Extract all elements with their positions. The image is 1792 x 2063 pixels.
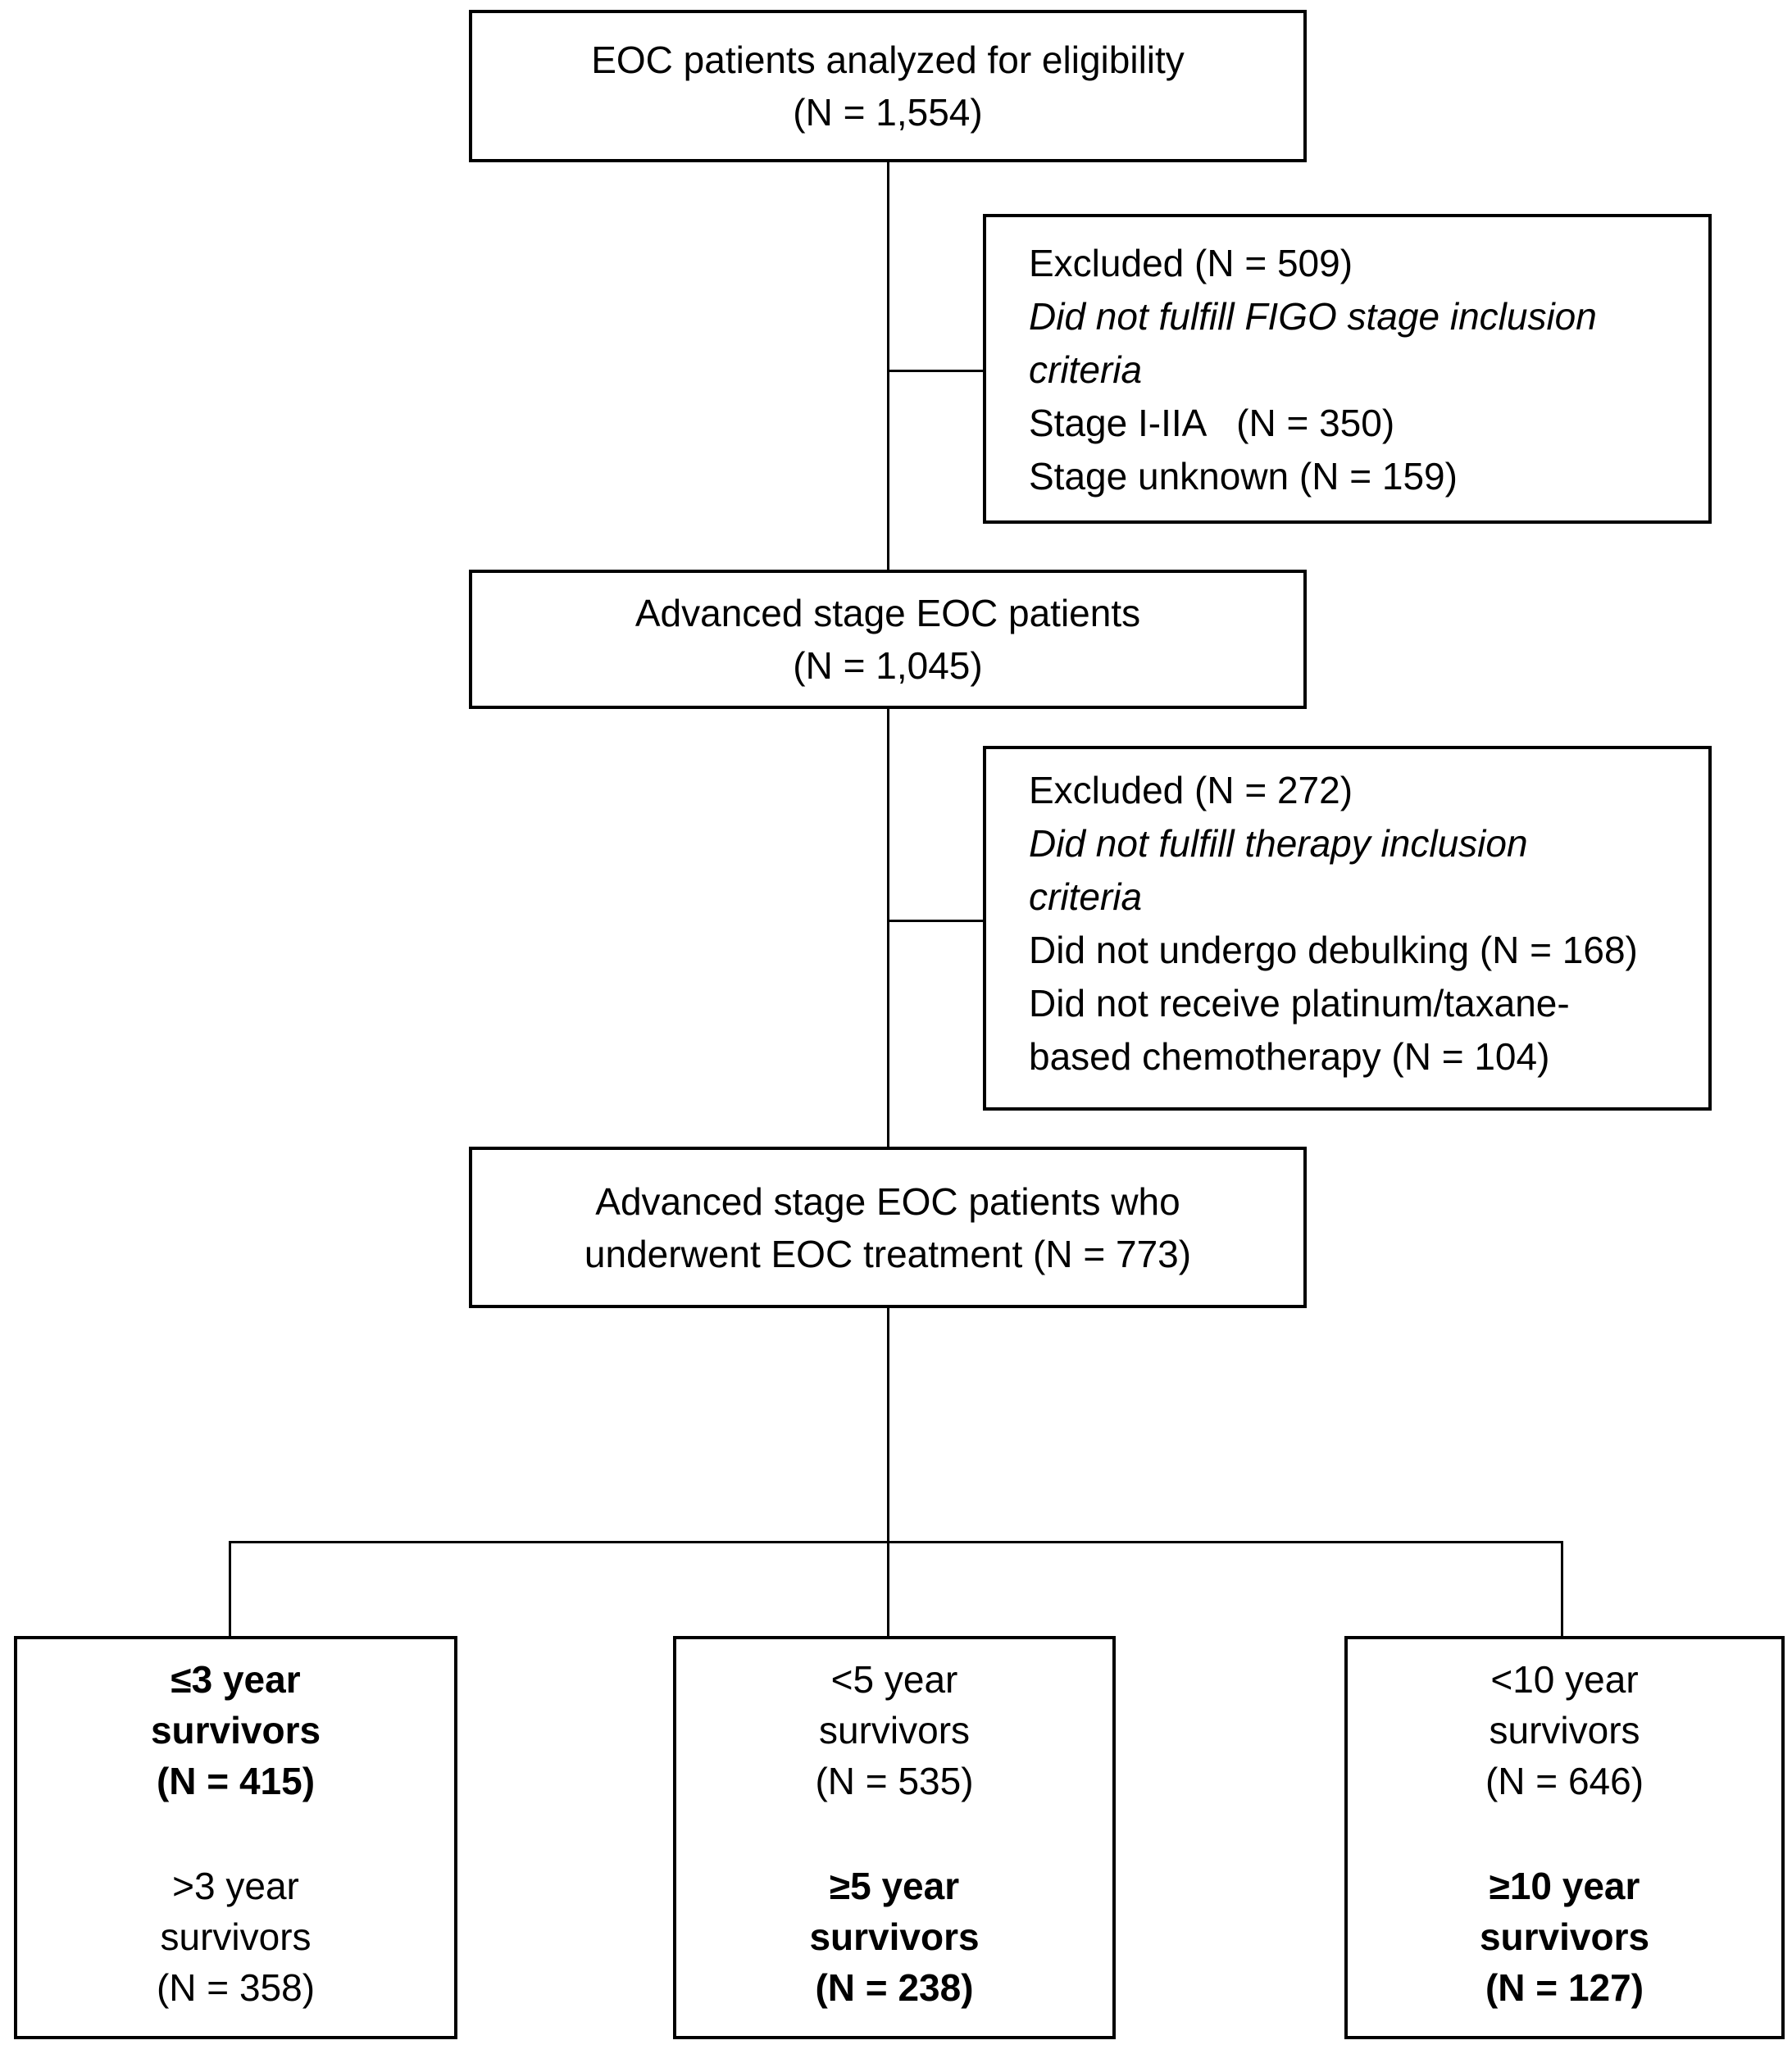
stanza-gap [17,1806,454,1861]
stanza-gap [1348,1806,1781,1861]
survivors-lt10-count: (N = 646) [1485,1760,1644,1802]
survivors-lt5-count: (N = 535) [815,1760,974,1802]
eligibility-count: (N = 1,554) [793,91,983,134]
connector-drop-middle [887,1541,889,1636]
excluded-therapy-detail-debulking: Did not undergo debulking (N = 168) [1029,929,1638,971]
survivors-ge5-count: (N = 238) [815,1966,974,2009]
survivors-lt10-line1: <10 year [1490,1658,1639,1701]
connector-treated-to-split [887,1308,889,1543]
box-excluded-figo: Excluded (N = 509) Did not fulfill FIGO … [983,214,1712,524]
connector-eligibility-to-advanced [887,162,889,570]
excluded-therapy-reason-line1: Did not fulfill therapy inclusion [1029,822,1528,865]
survivors-le3-count: (N = 415) [156,1760,316,1802]
survivors-gt3-line1: >3 year [172,1865,299,1907]
advanced-line: Advanced stage EOC patients [634,592,1141,634]
survivors-gt3-line2: survivors [160,1915,312,1958]
survivors-ge10-line2: survivors [1479,1915,1650,1958]
connector-drop-right [1561,1541,1563,1636]
advanced-count: (N = 1,045) [793,644,983,687]
box-advanced-stage: Advanced stage EOC patients (N = 1,045) [469,570,1307,709]
box-eligibility: EOC patients analyzed for eligibility (N… [469,10,1307,162]
box-survivors-10yr: <10 year survivors (N = 646) ≥10 year su… [1344,1636,1785,2039]
box-survivors-5yr: <5 year survivors (N = 535) ≥5 year surv… [673,1636,1116,2039]
survivors-lt10-line2: survivors [1489,1709,1640,1752]
survivors-lt5-line1: <5 year [830,1658,958,1701]
excluded-figo-detail-stage: Stage I-IIA (N = 350) [1029,402,1395,444]
survivors-ge10-line1: ≥10 year [1489,1865,1640,1907]
connector-drop-left [229,1541,231,1636]
survivors-ge5-line2: survivors [809,1915,980,1958]
excluded-figo-title: Excluded (N = 509) [1029,242,1353,284]
excluded-therapy-title: Excluded (N = 272) [1029,769,1353,811]
survivors-le3-line2: survivors [150,1709,321,1752]
survivors-gt3-count: (N = 358) [156,1966,316,2009]
eligibility-line: EOC patients analyzed for eligibility [591,39,1185,81]
excluded-figo-reason-line2: criteria [1029,348,1143,391]
connector-advanced-to-treated [887,709,889,1147]
survivors-le3-line1: ≤3 year [171,1658,301,1701]
excluded-figo-detail-unknown: Stage unknown (N = 159) [1029,455,1458,498]
survivors-ge5-line1: ≥5 year [829,1865,960,1907]
connector-branch-excluded-figo [887,370,983,372]
survivors-lt5-line2: survivors [818,1709,971,1752]
excluded-therapy-detail-chemo-line2: based chemotherapy (N = 104) [1029,1035,1550,1078]
survivors-ge10-count: (N = 127) [1485,1966,1644,2009]
box-excluded-therapy: Excluded (N = 272) Did not fulfill thera… [983,746,1712,1111]
connector-split-horizontal [229,1541,1563,1543]
treated-line2: underwent EOC treatment (N = 773) [584,1232,1192,1275]
connector-branch-excluded-therapy [887,920,983,922]
treated-line1: Advanced stage EOC patients who [595,1179,1180,1223]
stanza-gap [676,1806,1112,1861]
box-survivors-3yr: ≤3 year survivors (N = 415) >3 year surv… [14,1636,457,2039]
excluded-therapy-detail-chemo-line1: Did not receive platinum/taxane- [1029,982,1570,1025]
excluded-therapy-reason-line2: criteria [1029,875,1143,918]
box-treated: Advanced stage EOC patients who underwen… [469,1147,1307,1308]
excluded-figo-reason-line1: Did not fulfill FIGO stage inclusion [1029,295,1597,338]
